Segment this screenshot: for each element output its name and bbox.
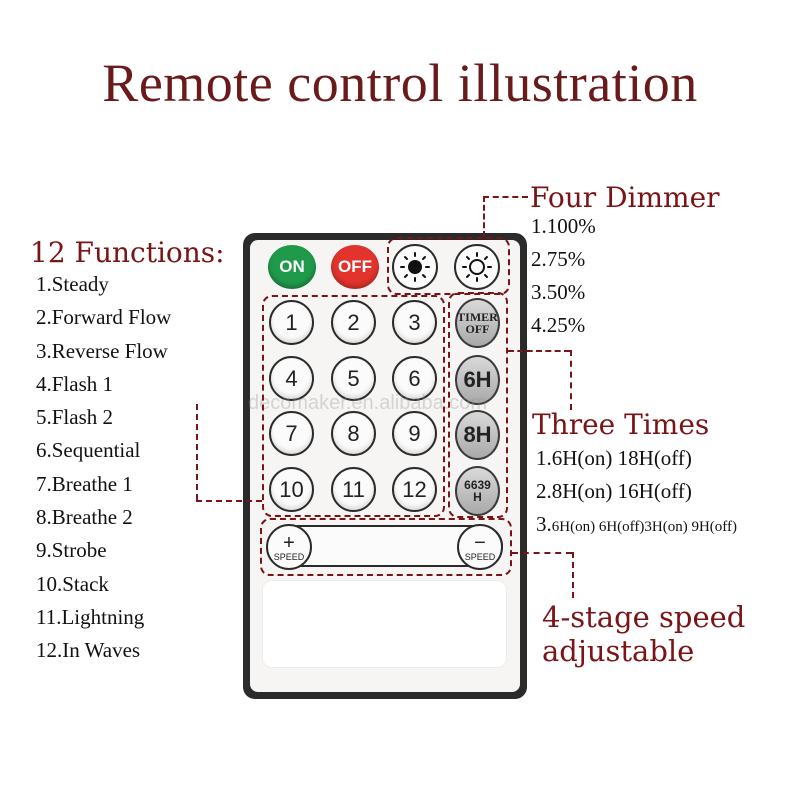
mode-label: 11 xyxy=(342,476,365,502)
timer-6639-line1: 6639 xyxy=(464,478,491,492)
brightness-down-button[interactable] xyxy=(392,244,438,290)
minus-icon: − xyxy=(474,531,486,554)
speed-up-label: SPEED xyxy=(273,551,305,562)
mode-label: 12 xyxy=(402,476,427,502)
function-item: 9.Strobe xyxy=(36,538,107,563)
times-item-3-text: 6H(on) 6H(off)3H(on) 9H(off) xyxy=(551,519,737,535)
timer-6639-line2: H xyxy=(473,490,482,504)
mode-button-3[interactable]: 3 xyxy=(392,300,437,345)
speed-down-button[interactable]: − SPEED xyxy=(457,524,503,570)
function-item: 5.Flash 2 xyxy=(36,405,114,430)
functions-connector xyxy=(196,404,198,500)
functions-highlight-box xyxy=(262,295,445,517)
plus-icon: + xyxy=(283,531,295,554)
mode-label: 3 xyxy=(408,309,421,335)
mode-label: 2 xyxy=(347,309,360,335)
timer-label-line2: OFF xyxy=(465,322,490,336)
mode-button-1[interactable]: 1 xyxy=(269,300,314,345)
dimmer-connector xyxy=(483,196,528,198)
remote-blank-panel xyxy=(262,580,507,668)
dimmer-item: 2.75% xyxy=(531,247,586,271)
timer-connector xyxy=(508,350,570,352)
timer-off-button[interactable]: TIMER OFF xyxy=(455,298,500,348)
mode-button-4[interactable]: 4 xyxy=(269,356,314,401)
speed-down-label: SPEED xyxy=(464,551,496,562)
mode-label: 1 xyxy=(285,309,298,335)
mode-label: 7 xyxy=(285,420,298,446)
times-item-3-prefix: 3. xyxy=(536,512,552,536)
mode-button-6[interactable]: 6 xyxy=(392,356,437,401)
brightness-dark-icon xyxy=(400,252,430,282)
timer-highlight-box xyxy=(448,292,508,518)
watermark: decomaker.en.alibaba.com xyxy=(248,392,488,414)
function-item: 6.Sequential xyxy=(36,438,141,463)
mode-button-11[interactable]: 11 xyxy=(331,467,376,512)
on-label: ON xyxy=(279,257,305,276)
speed-heading-line1: 4-stage speed xyxy=(542,600,746,634)
brightness-up-button[interactable] xyxy=(454,244,500,290)
functions-connector xyxy=(196,500,262,502)
times-heading: Three Times xyxy=(532,408,710,441)
function-item: 10.Stack xyxy=(36,571,109,596)
mode-button-5[interactable]: 5 xyxy=(331,356,376,401)
speed-highlight-box xyxy=(260,518,512,576)
times-item: 1.6H(on) 18H(off) xyxy=(536,446,692,470)
timer-6h-label: 6H xyxy=(463,367,492,392)
mode-button-2[interactable]: 2 xyxy=(331,300,376,345)
off-button[interactable]: OFF xyxy=(331,245,379,289)
times-item: 2.8H(on) 16H(off) xyxy=(536,479,692,503)
function-item: 4.Flash 1 xyxy=(36,371,114,396)
timer-connector xyxy=(570,350,572,410)
times-item-3: 3.6H(on) 6H(off)3H(on) 9H(off) xyxy=(536,512,737,537)
function-item: 12.In Waves xyxy=(36,638,141,663)
timer-6h-button[interactable]: 6H xyxy=(455,355,500,405)
function-item: 2.Forward Flow xyxy=(36,305,172,330)
dimmer-highlight-box xyxy=(387,237,510,295)
on-button[interactable]: ON xyxy=(268,245,316,289)
dimmer-list: 1.100% 2.75% 3.50% 4.25% xyxy=(531,214,596,346)
dimmer-item: 1.100% xyxy=(531,214,596,238)
timer-8h-label: 8H xyxy=(463,422,492,447)
speed-connector xyxy=(572,552,574,598)
dimmer-heading: Four Dimmer xyxy=(530,181,720,214)
mode-button-7[interactable]: 7 xyxy=(269,411,314,456)
mode-label: 9 xyxy=(408,420,421,446)
brightness-light-icon xyxy=(462,252,492,282)
dimmer-connector xyxy=(483,196,485,237)
function-item: 8.Breathe 2 xyxy=(36,505,133,530)
function-item: 11.Lightning xyxy=(36,604,145,629)
functions-heading: 12 Functions: xyxy=(30,236,225,269)
mode-label: 8 xyxy=(347,420,360,446)
functions-list: 1.Steady 2.Forward Flow 3.Reverse Flow 4… xyxy=(36,272,171,672)
function-item: 1.Steady xyxy=(36,272,109,296)
function-item: 3.Reverse Flow xyxy=(36,338,168,363)
mode-button-8[interactable]: 8 xyxy=(331,411,376,456)
timer-label-line1: TIMER xyxy=(457,310,498,324)
mode-label: 5 xyxy=(347,365,360,391)
mode-label: 6 xyxy=(408,365,421,391)
off-label: OFF xyxy=(338,257,372,276)
dimmer-item: 4.25% xyxy=(531,313,586,337)
timer-8h-button[interactable]: 8H xyxy=(455,410,500,460)
mode-button-12[interactable]: 12 xyxy=(392,467,437,512)
timer-6639h-button[interactable]: 6639 H xyxy=(455,466,500,516)
mode-label: 4 xyxy=(285,365,298,391)
function-item: 7.Breathe 1 xyxy=(36,471,133,496)
page-title: Remote control illustration xyxy=(102,53,698,113)
speed-up-button[interactable]: + SPEED xyxy=(266,524,312,570)
mode-button-10[interactable]: 10 xyxy=(269,467,314,512)
speed-connector xyxy=(512,552,572,554)
mode-label: 10 xyxy=(279,476,304,502)
speed-heading-line2: adjustable xyxy=(542,634,695,668)
dimmer-item: 3.50% xyxy=(531,280,586,304)
mode-button-9[interactable]: 9 xyxy=(392,411,437,456)
